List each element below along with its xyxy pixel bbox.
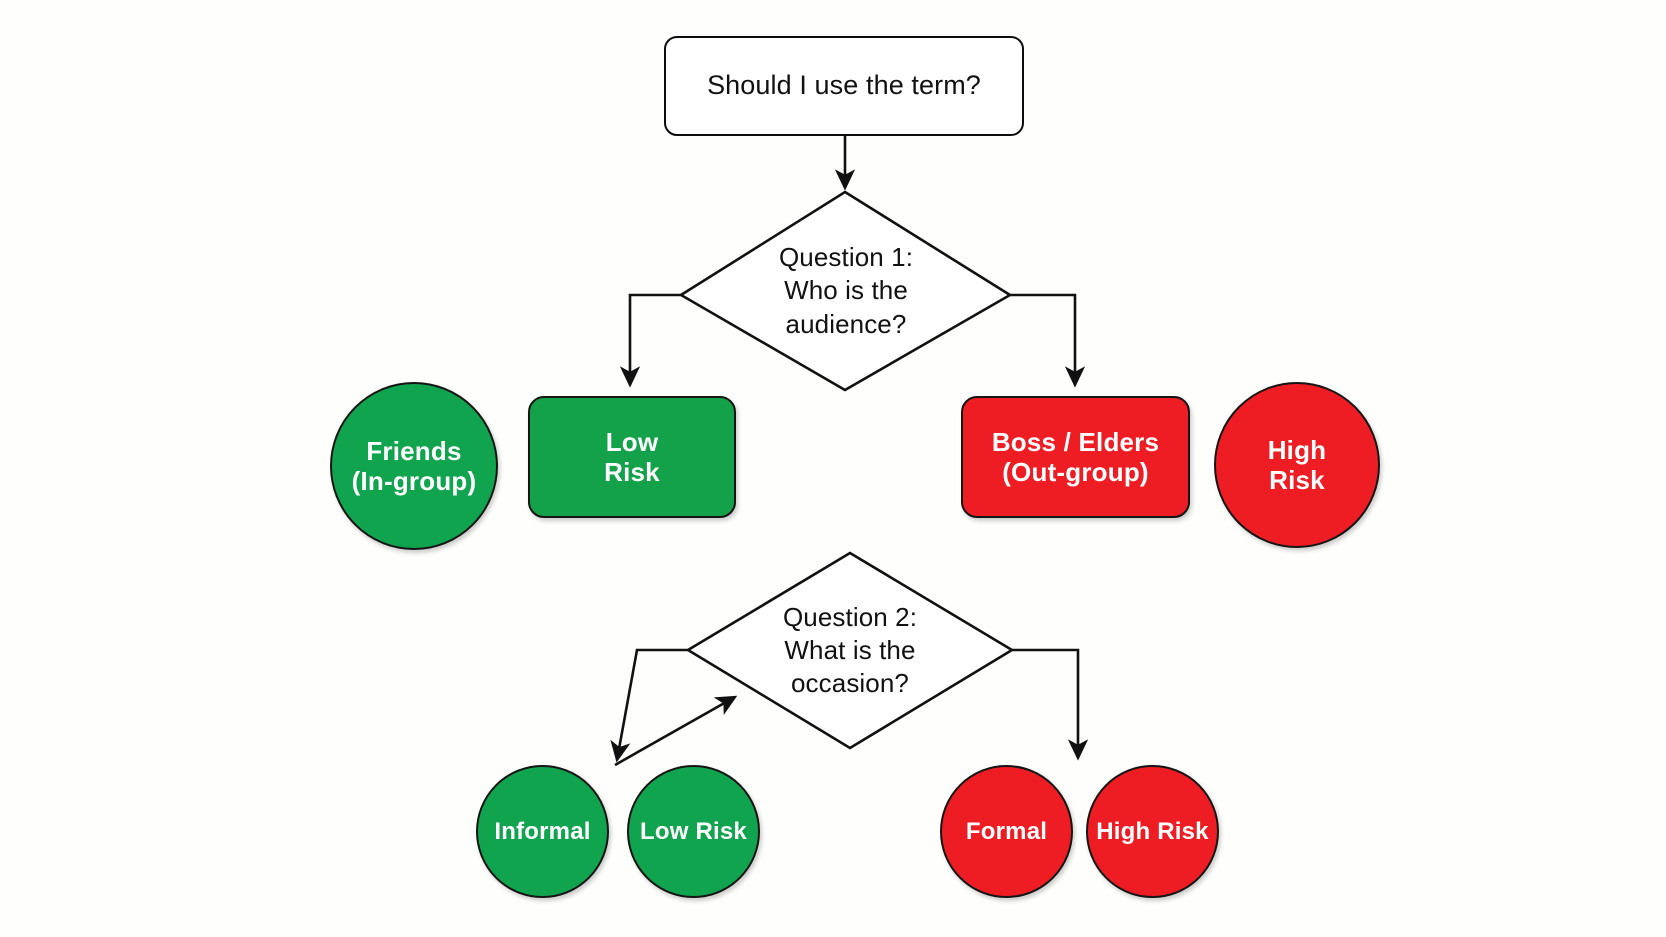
edge-q2-to-informal — [610, 648, 688, 763]
question2-line3: occasion? — [791, 668, 909, 699]
low-risk-circle-label: Low Risk — [640, 817, 747, 845]
formal-circle[interactable]: Formal — [940, 765, 1073, 898]
question1-node[interactable]: Question 1: Who is the audience? — [681, 192, 1011, 390]
question2-label: Question 2: What is the occasion? — [688, 553, 1012, 748]
friends-circle-line1: Friends — [366, 435, 462, 466]
edge-q1-to-boss — [1010, 293, 1086, 388]
question1-line1: Question 1: — [778, 242, 914, 273]
informal-circle[interactable]: Informal — [476, 765, 609, 898]
high-risk-circle-bottom[interactable]: High Risk — [1086, 765, 1219, 898]
low-risk-box[interactable]: Low Risk — [528, 396, 736, 518]
formal-circle-label: Formal — [965, 817, 1048, 845]
high-risk-circle-label: High Risk — [1096, 817, 1209, 845]
boss-box-line2: (Out-group) — [1002, 457, 1149, 487]
friends-circle-line2: (In-group) — [351, 466, 477, 496]
question1-label: Question 1: Who is the audience? — [681, 192, 1011, 390]
high-risk-circle-top[interactable]: High Risk — [1214, 382, 1380, 548]
boss-elders-out-group-box[interactable]: Boss / Elders (Out-group) — [961, 396, 1190, 518]
low-risk-box-line2: Risk — [604, 457, 660, 487]
high-risk-top-line2: Risk — [1269, 465, 1325, 495]
question2-line2: What is the — [784, 634, 916, 665]
start-node[interactable]: Should I use the term? — [664, 36, 1024, 136]
question2-node[interactable]: Question 2: What is the occasion? — [688, 553, 1012, 748]
question1-line3: audience? — [785, 308, 907, 339]
boss-box-line1: Boss / Elders — [991, 426, 1160, 457]
friends-in-group-circle[interactable]: Friends (In-group) — [330, 382, 498, 550]
edge-q1-to-low-risk — [619, 293, 681, 388]
low-risk-circle[interactable]: Low Risk — [627, 765, 760, 898]
low-risk-box-line1: Low — [605, 426, 659, 457]
question1-line2: Who is the — [784, 275, 908, 306]
question2-line1: Question 2: — [782, 601, 918, 632]
edge-q2-to-high-risk — [1012, 648, 1089, 761]
high-risk-top-line1: High — [1267, 434, 1327, 465]
informal-circle-label: Informal — [494, 817, 591, 845]
